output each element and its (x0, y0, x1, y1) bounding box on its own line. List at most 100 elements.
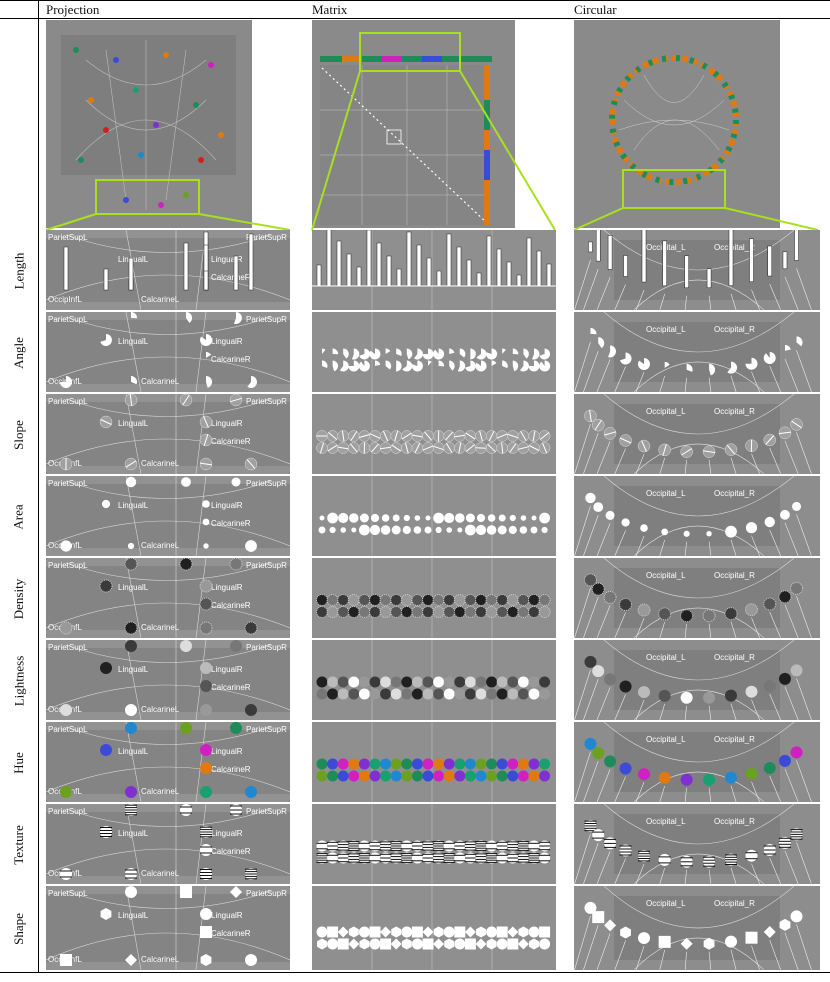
glyph-area (605, 510, 615, 520)
glyph-hue (433, 758, 445, 770)
glyph-angle (396, 348, 402, 356)
glyph-lightness (496, 688, 508, 700)
glyph-angle (396, 360, 402, 372)
circular-overview-graphic (609, 55, 739, 209)
glyph-shape (369, 926, 381, 938)
glyph-slope (99, 415, 113, 429)
glyph-length (233, 255, 239, 291)
glyph-area (327, 512, 338, 524)
glyph-texture (337, 852, 349, 864)
glyph-hue (763, 762, 776, 775)
glyph-slope (724, 443, 738, 456)
glyph-length (203, 270, 209, 291)
node-label: Occipital_L (646, 407, 686, 416)
glyph-angle (465, 360, 476, 372)
glyph-area (402, 525, 411, 535)
glyph-density (244, 621, 258, 635)
glyph-slope (348, 442, 360, 454)
glyph-angle (348, 360, 360, 372)
glyph-length (436, 270, 442, 287)
glyph-texture (496, 852, 508, 864)
glyph-slope (337, 442, 349, 454)
glyph-hue (60, 786, 72, 798)
glyph-hue (517, 758, 529, 770)
glyph-density (506, 606, 519, 618)
node-label: Occipital_L (646, 899, 686, 908)
glyph-shape (200, 954, 212, 966)
glyph-lightness (358, 676, 370, 688)
glyph-length (386, 255, 392, 287)
glyph-angle (438, 360, 445, 367)
glyph-length (662, 240, 667, 287)
glyph-shape (380, 926, 392, 938)
glyph-slope (603, 427, 617, 440)
glyph-shape (763, 926, 776, 939)
glyph-hue (125, 722, 137, 734)
glyph-density (453, 594, 466, 606)
glyph-density (583, 573, 597, 587)
node-label: CalcarineR (211, 437, 251, 446)
node-label: Occipital_L (646, 489, 686, 498)
glyph-area (380, 525, 391, 535)
glyph-slope (538, 430, 551, 442)
zoom-connectors (45, 70, 819, 231)
glyph-area (369, 524, 381, 536)
glyph-area (531, 515, 537, 521)
glyph-lightness (638, 686, 651, 699)
glyph-length (526, 237, 532, 287)
glyph-texture (507, 840, 519, 852)
glyph-hue (507, 770, 519, 782)
glyph-texture (507, 852, 519, 864)
glyph-angle (502, 360, 508, 369)
glyph-density (680, 609, 694, 623)
glyph-area (487, 514, 496, 522)
glyph-angle (332, 360, 339, 372)
glyph-shape (390, 938, 402, 950)
glyph-angle (352, 348, 360, 360)
glyph-slope (199, 433, 213, 447)
glyph-texture (200, 868, 212, 880)
column-header-matrix: Matrix (312, 2, 348, 17)
glyph-slope (763, 433, 776, 447)
glyph-hue (411, 770, 423, 782)
node-label: CalcarineL (141, 459, 180, 468)
glyph-angle (206, 351, 212, 358)
glyph-lightness (200, 704, 212, 716)
glyph-texture (369, 840, 381, 852)
glyph-hue (539, 770, 551, 782)
glyph-shape (496, 938, 508, 950)
cell-matrix-length (312, 230, 557, 310)
glyph-area (465, 524, 476, 536)
glyph-shape (230, 886, 242, 898)
glyph-density (724, 607, 738, 621)
glyph-hue (316, 758, 328, 770)
glyph-hue (358, 758, 370, 770)
glyph-hue (337, 770, 349, 782)
node-label: Occipital_L (646, 735, 686, 744)
glyph-hue (230, 722, 242, 734)
glyph-length (486, 235, 492, 287)
glyph-shape (348, 938, 360, 950)
glyph-area (370, 513, 380, 523)
glyph-area (359, 524, 370, 536)
row-label-texture: Texture (11, 825, 27, 865)
glyph-angle (385, 360, 392, 370)
node-label: CalcarineL (141, 705, 180, 714)
glyph-shape (464, 938, 476, 950)
glyph-slope (702, 445, 716, 458)
glyph-area (621, 518, 630, 527)
glyph-density (379, 594, 392, 606)
glyph-shape (518, 926, 529, 938)
glyph-density (475, 594, 487, 606)
glyph-texture (422, 852, 434, 864)
glyph-hue (778, 754, 791, 767)
glyph-length (782, 251, 788, 270)
node-label: CalcarineR (211, 847, 251, 856)
glyph-slope (528, 442, 540, 454)
glyph-lightness (125, 704, 137, 716)
glyph-shape (584, 901, 597, 914)
